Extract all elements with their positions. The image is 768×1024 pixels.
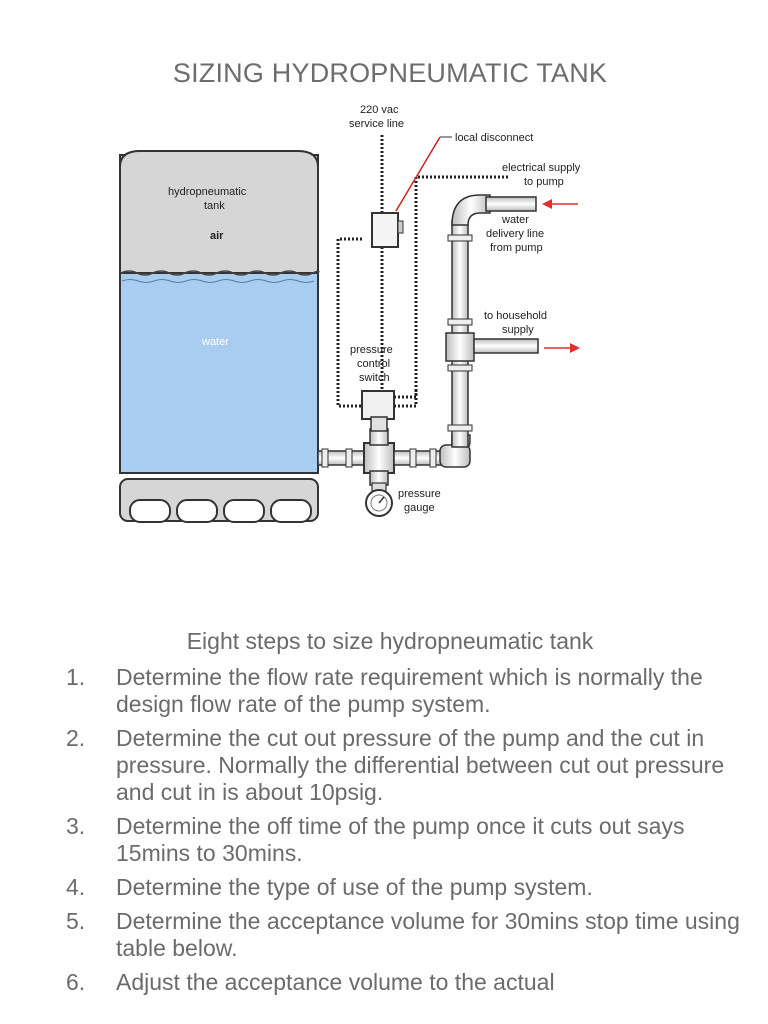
gauge-label-1: pressure — [398, 488, 441, 500]
pressure-gauge-icon — [365, 482, 393, 517]
step-number: 1. — [66, 664, 86, 690]
flow-arrow-in-icon — [542, 199, 578, 209]
delivery-label-3: from pump — [490, 242, 543, 254]
flow-arrow-out-icon — [544, 343, 580, 353]
hydropneumatic-system-diagram: hydropneumatic tank air water pressure g… — [119, 104, 581, 523]
disconnect-leader — [395, 136, 441, 212]
electrical-supply-label-1: electrical supply — [502, 162, 581, 174]
local-disconnect-box — [371, 212, 399, 248]
household-label-2: supply — [502, 324, 534, 336]
delivery-label-2: delivery line — [486, 228, 544, 240]
steps-list: 1. Determine the flow rate requirement wh… — [66, 664, 756, 1003]
water-label: water — [201, 336, 229, 348]
household-outlet-pipe — [473, 338, 539, 354]
switch-label-3: switch — [359, 372, 390, 384]
step-text: Determine the cut out pressure of the pu… — [116, 725, 725, 805]
step-number: 6. — [66, 969, 86, 995]
step-number: 3. — [66, 813, 86, 839]
household-label-1: to household — [484, 310, 547, 322]
steps-heading: Eight steps to size hydropneumatic tank — [186, 628, 594, 654]
air-label: air — [210, 230, 224, 242]
tank — [119, 150, 320, 523]
page-title: SIZING HYDROPNEUMATIC TANK — [172, 58, 608, 88]
pump-inlet-pipe — [485, 196, 537, 212]
tank-base-feet — [129, 499, 312, 523]
household-tee — [445, 332, 475, 362]
step-text: Determine the acceptance volume for 30mi… — [116, 908, 740, 961]
service-line-label-1: 220 vac — [360, 104, 399, 116]
step-number: 5. — [66, 908, 86, 934]
step-item: 4. Determine the type of use of the pump … — [66, 874, 756, 901]
service-line-label-2: service line — [349, 118, 404, 130]
step-number: 2. — [66, 725, 86, 751]
delivery-label-1: water — [501, 214, 529, 226]
step-text: Determine the type of use of the pump sy… — [116, 874, 593, 900]
step-item: 2. Determine the cut out pressure of the … — [66, 725, 756, 806]
step-item: 1. Determine the flow rate requirement wh… — [66, 664, 756, 718]
electrical-wiring — [336, 135, 510, 408]
tank-label-1: hydropneumatic — [168, 186, 247, 198]
gauge-label-2: gauge — [404, 502, 435, 514]
step-text: Adjust the acceptance volume to the actu… — [116, 969, 555, 995]
switch-label-1: pressure — [350, 344, 393, 356]
tank-label-2: tank — [204, 200, 225, 212]
local-disconnect-label: local disconnect — [455, 132, 533, 144]
step-text: Determine the off time of the pump once … — [116, 813, 685, 866]
pipe-tee-fitting — [363, 428, 395, 486]
top-elbow — [451, 194, 491, 226]
pressure-switch-body — [361, 390, 395, 420]
step-item: 5. Determine the acceptance volume for 30… — [66, 908, 756, 962]
electrical-supply-label-2: to pump — [524, 176, 564, 188]
step-item: 3. Determine the off time of the pump onc… — [66, 813, 756, 867]
step-text: Determine the flow rate requirement whic… — [116, 664, 703, 717]
step-number: 4. — [66, 874, 86, 900]
pipe-to-riser — [393, 450, 447, 466]
switch-label-2: control — [357, 358, 390, 370]
step-item: 6. Adjust the acceptance volume to the ac… — [66, 969, 756, 996]
